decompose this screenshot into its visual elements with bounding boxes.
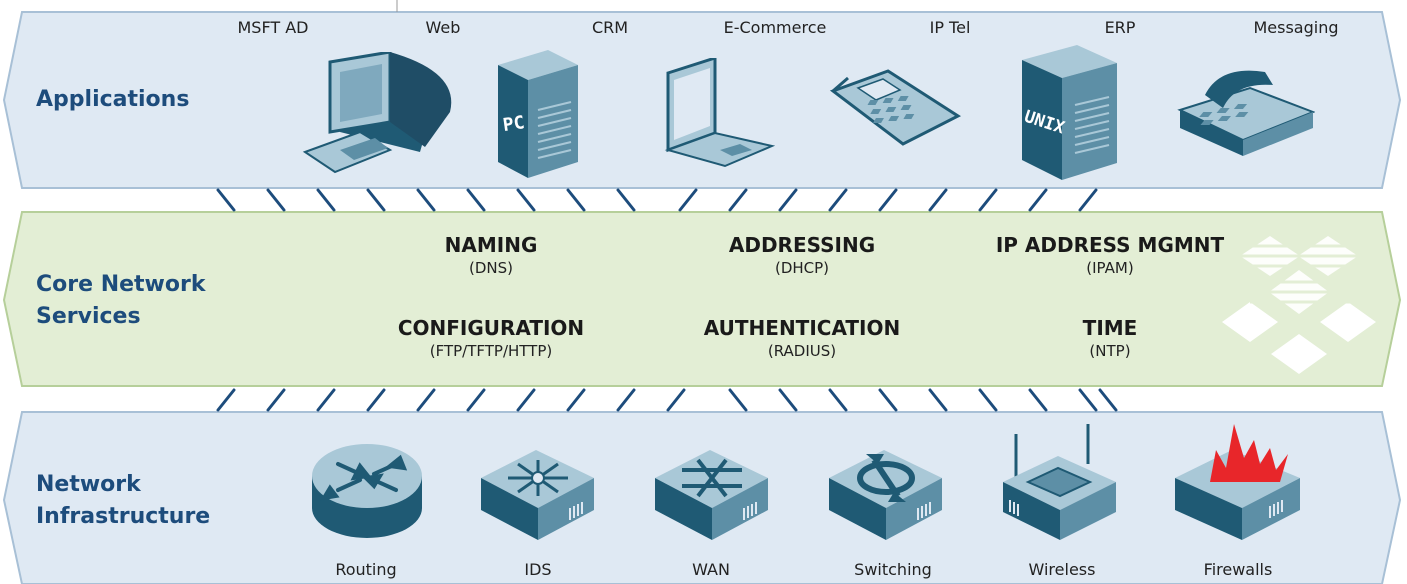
infra-label-ids: IDS xyxy=(524,560,552,579)
service-protocol: (DHCP) xyxy=(774,259,830,277)
svg-text:PC: PC xyxy=(502,112,526,136)
infrastructure-title-line1: Network xyxy=(36,472,141,497)
service-name: CONFIGURATION xyxy=(397,316,585,340)
service-authentication: AUTHENTICATION (RADIUS) xyxy=(672,315,932,361)
service-protocol: (DNS) xyxy=(469,259,513,277)
bottom-connectors xyxy=(216,388,1118,412)
wan-appliance-icon xyxy=(655,450,768,540)
router-icon xyxy=(312,444,422,538)
desktop-computer-icon xyxy=(302,52,452,174)
infra-label-firewalls: Firewalls xyxy=(1203,560,1273,579)
app-label-msft-ad: MSFT AD xyxy=(237,18,309,37)
applications-title: Applications xyxy=(36,87,190,112)
service-protocol: (FTP/TFTP/HTTP) xyxy=(429,342,553,360)
app-label-erp: ERP xyxy=(1104,18,1136,37)
app-label-web: Web xyxy=(425,18,461,37)
service-addressing: ADDRESSING (DHCP) xyxy=(672,232,932,278)
app-label-e-commerce: E-Commerce xyxy=(723,18,827,37)
laptop-icon xyxy=(664,58,775,168)
infra-label-wan: WAN xyxy=(692,560,730,579)
service-protocol: (RADIUS) xyxy=(767,342,837,360)
app-label-ip-tel: IP Tel xyxy=(929,18,971,37)
service-name: TIME xyxy=(1082,316,1138,340)
service-protocol: (IPAM) xyxy=(1086,259,1134,277)
core-title-line2: Services xyxy=(36,304,141,329)
desk-phone-icon xyxy=(1177,70,1315,156)
infrastructure-title-line2: Infrastructure xyxy=(36,504,211,529)
service-time: TIME (NTP) xyxy=(980,315,1240,361)
service-naming: NAMING (DNS) xyxy=(361,232,621,278)
pc-tower-server-icon: PC xyxy=(498,50,578,178)
mobile-phone-icon xyxy=(829,69,962,146)
service-name: IP ADDRESS MGMNT xyxy=(995,233,1225,257)
infra-label-switching: Switching xyxy=(854,560,932,579)
service-configuration: CONFIGURATION (FTP/TFTP/HTTP) xyxy=(361,315,621,361)
service-name: NAMING xyxy=(444,233,538,257)
service-protocol: (NTP) xyxy=(1089,342,1131,360)
unix-server-icon: UNIX xyxy=(1022,45,1117,180)
service-ipam: IP ADDRESS MGMNT (IPAM) xyxy=(980,232,1240,278)
top-connectors xyxy=(216,188,1098,212)
switch-icon xyxy=(829,450,942,540)
firewall-icon xyxy=(1175,424,1300,540)
infra-label-routing: Routing xyxy=(335,560,397,579)
diamond-logo-icon xyxy=(1222,236,1376,374)
app-label-messaging: Messaging xyxy=(1253,18,1339,37)
wireless-ap-icon xyxy=(1003,424,1116,540)
service-name: AUTHENTICATION xyxy=(703,316,901,340)
ids-appliance-icon xyxy=(481,450,594,540)
core-title-line1: Core Network xyxy=(36,272,206,297)
core-services-band xyxy=(2,211,1402,387)
app-label-crm: CRM xyxy=(591,18,629,37)
service-name: ADDRESSING xyxy=(728,233,876,257)
infra-label-wireless: Wireless xyxy=(1028,560,1096,579)
